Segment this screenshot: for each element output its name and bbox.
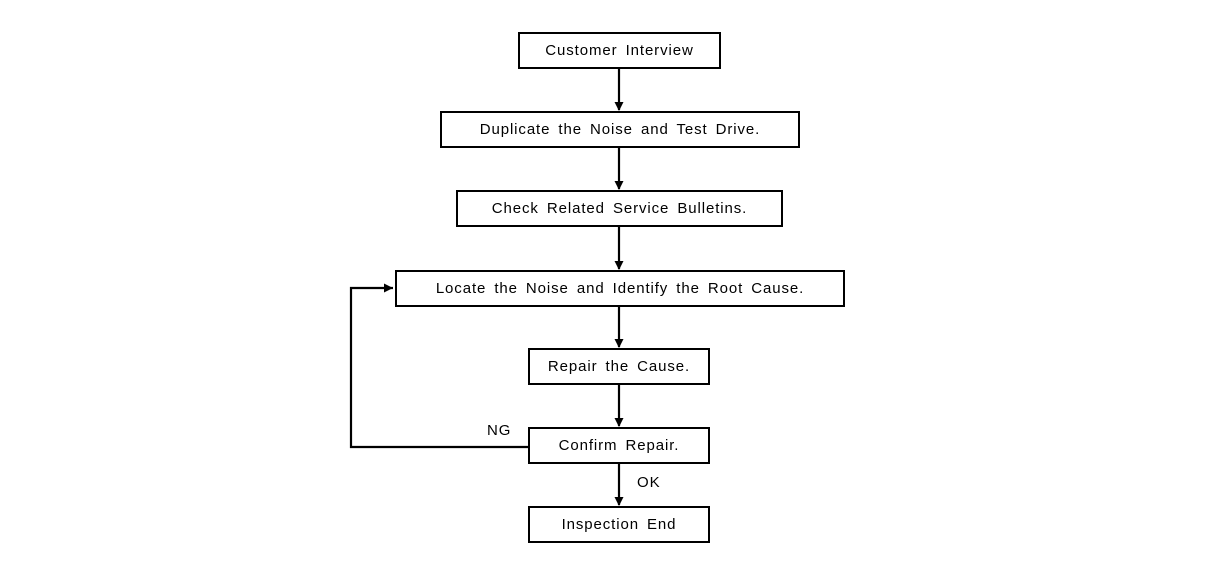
- node-duplicate-noise[interactable]: Duplicate the Noise and Test Drive.: [440, 111, 800, 148]
- node-label: Check Related Service Bulletins.: [491, 200, 748, 217]
- node-locate-noise[interactable]: Locate the Noise and Identify the Root C…: [395, 270, 845, 307]
- node-inspection-end[interactable]: Inspection End: [528, 506, 710, 543]
- node-label: Inspection End: [561, 516, 677, 533]
- node-customer-interview[interactable]: Customer Interview: [518, 32, 721, 69]
- node-label: Confirm Repair.: [558, 437, 680, 454]
- node-label: Duplicate the Noise and Test Drive.: [479, 121, 761, 138]
- node-label: Customer Interview: [545, 42, 694, 59]
- node-repair-cause[interactable]: Repair the Cause.: [528, 348, 710, 385]
- connector-ng-feedback-loop: [349, 283, 528, 449]
- node-label: Repair the Cause.: [547, 358, 691, 375]
- node-confirm-repair[interactable]: Confirm Repair.: [528, 427, 710, 464]
- edge-label-ok: OK: [637, 474, 661, 491]
- edge-label-ng: NG: [487, 422, 512, 439]
- node-label: Locate the Noise and Identify the Root C…: [435, 280, 805, 297]
- node-check-bulletins[interactable]: Check Related Service Bulletins.: [456, 190, 783, 227]
